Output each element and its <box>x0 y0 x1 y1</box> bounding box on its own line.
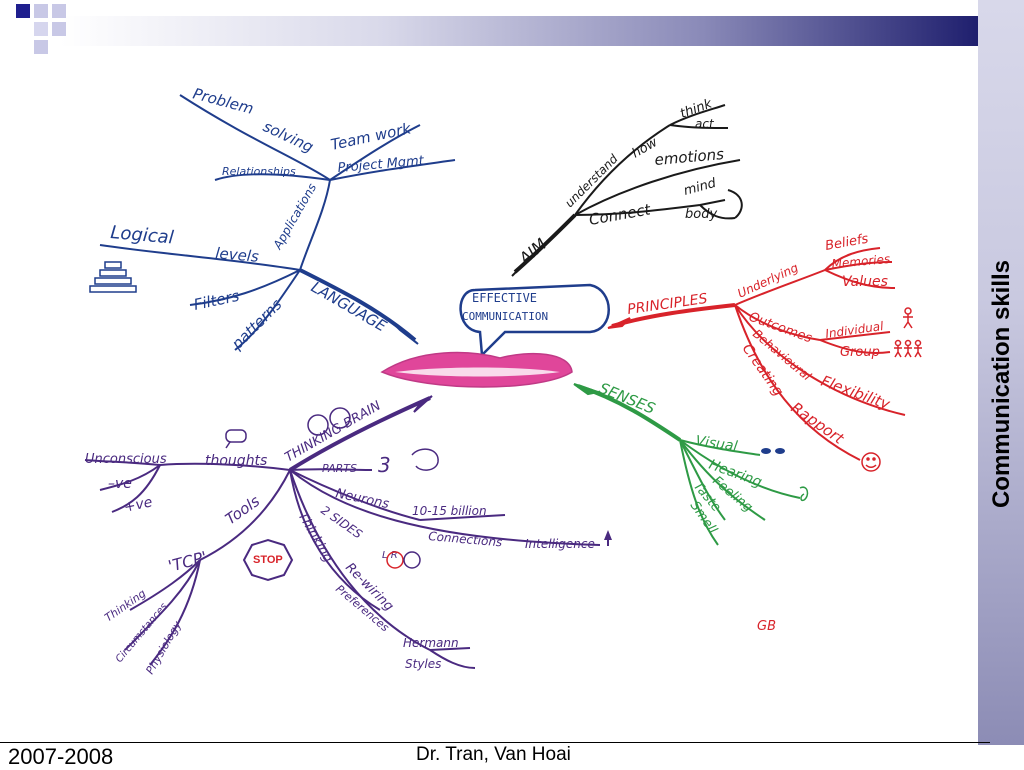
footer-author: Dr. Tran, Van Hoai <box>416 744 571 765</box>
eyes-icon <box>761 448 785 454</box>
brain-branch <box>84 395 601 669</box>
header-gradient-bar <box>60 16 978 46</box>
mind-map: LANGUAGE Applications Problem solving Te… <box>84 84 922 677</box>
problem-label: Problem <box>191 84 255 117</box>
person-icon <box>903 307 913 329</box>
values-label: Values <box>842 274 888 290</box>
senses-labels: SENSES Visual Hearing Feeling Taste Smel… <box>597 379 765 537</box>
parts-label: PARTS <box>322 462 357 475</box>
smiley-icon <box>861 452 881 472</box>
principles-branch <box>607 247 906 461</box>
beliefs-label: Beliefs <box>824 232 870 254</box>
rapport-label: Rapport <box>788 399 848 449</box>
intelligence-label: Intelligence <box>525 537 595 551</box>
visual-label: Visual <box>694 433 738 455</box>
relationships-label: Relationships <box>222 165 296 178</box>
thought-bubble-icon <box>225 429 247 449</box>
right-side-band <box>978 0 1024 745</box>
levels-label: levels <box>215 244 260 266</box>
aim-branch <box>511 104 743 277</box>
negative-label: –ve <box>108 476 132 492</box>
body-label: body <box>685 207 717 222</box>
up-arrow-icon <box>604 530 612 546</box>
center-line1: EFFECTIVE <box>472 291 537 305</box>
understand-label: understand <box>562 151 621 210</box>
lr-label: L R <box>382 550 398 561</box>
language-branch <box>99 94 456 351</box>
brain-doodle-icon <box>307 407 439 471</box>
styles-label: Styles <box>405 657 441 671</box>
applications-label: Applications <box>270 181 319 252</box>
underlying-label: Underlying <box>735 260 800 300</box>
center-bubble: EFFECTIVE COMMUNICATION <box>459 283 610 358</box>
language-labels: LANGUAGE Applications Problem solving Te… <box>110 84 426 353</box>
logical-label: Logical <box>110 222 175 248</box>
footer-year: 2007-2008 <box>8 744 114 769</box>
stop-label: STOP <box>253 554 283 566</box>
filters-label: Filters <box>192 287 241 314</box>
team-work-label: Team work <box>329 119 414 154</box>
hermann-label: Hermann <box>403 636 459 650</box>
tools-label: Tools <box>222 492 263 528</box>
group-label: Group <box>840 345 880 360</box>
thinking-brain-label: THINKING BRAIN <box>283 398 384 465</box>
brain-halves-icon <box>386 551 421 569</box>
group-people-icon <box>894 339 922 358</box>
side-title: Communication skills <box>988 259 1015 509</box>
act-label: act <box>695 117 715 131</box>
tcp-thinking-label: Thinking <box>102 587 148 625</box>
center-line2: COMMUNICATION <box>462 310 548 323</box>
stop-sign-icon: STOP <box>242 538 294 582</box>
footer-divider <box>0 742 990 743</box>
mind-label: mind <box>682 176 718 199</box>
thoughts-label: thoughts <box>205 453 267 469</box>
ear-icon <box>799 486 809 502</box>
signature: GB <box>757 619 776 634</box>
principles-labels: PRINCIPLES Underlying Beliefs Memories V… <box>626 232 893 449</box>
flexibility-label: Flexibility <box>819 372 894 414</box>
aim-label: AIM <box>515 234 551 268</box>
solving-label: solving <box>260 117 316 156</box>
connections-label: Connections <box>428 529 503 549</box>
language-label: LANGUAGE <box>308 278 390 336</box>
corner-squares-logo <box>8 0 88 60</box>
positive-label: +ve <box>123 494 154 516</box>
individual-label: Individual <box>824 319 884 341</box>
pyramid-doodle <box>89 261 137 293</box>
unconscious-label: Unconscious <box>85 452 167 467</box>
senses-branch <box>573 383 801 546</box>
senses-label: SENSES <box>597 379 659 418</box>
neurons-label: Neurons <box>334 486 390 512</box>
memories-label: Memories <box>831 252 891 271</box>
lips-illustration <box>380 351 573 388</box>
three-label: 3 <box>378 453 391 477</box>
project-mgmt-label: Project Mgmt <box>337 153 425 176</box>
billion-label: 10-15 billion <box>412 504 487 518</box>
